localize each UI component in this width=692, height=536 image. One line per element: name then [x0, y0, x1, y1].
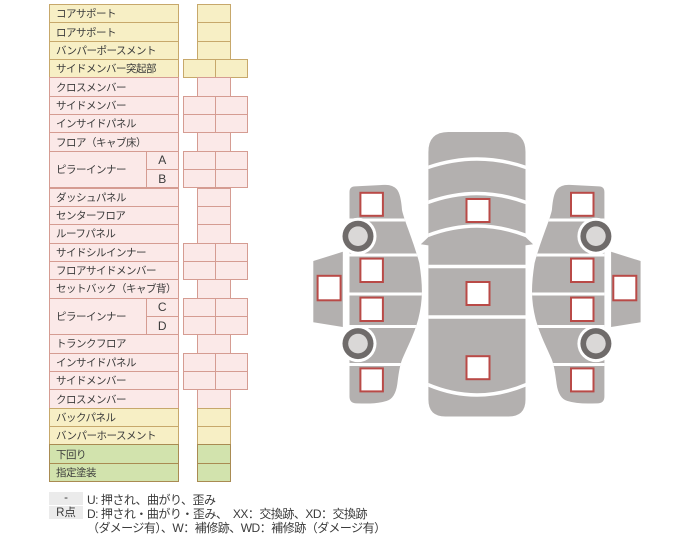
left-rear-fender-marker[interactable]	[359, 367, 384, 393]
legend-badge: -	[49, 492, 83, 505]
right-rear-fender-marker[interactable]	[570, 367, 595, 393]
center-roof-marker[interactable]	[465, 281, 491, 306]
center-trunk-marker[interactable]	[465, 355, 491, 381]
left-rocker-panel-marker[interactable]	[316, 274, 342, 302]
right-rear-door-marker[interactable]	[570, 296, 595, 323]
left-mirror	[420, 237, 429, 246]
car-right-side-view	[531, 184, 641, 404]
right-mirror	[525, 237, 534, 246]
part-label-cell: バンパーポースメント	[49, 40, 179, 61]
check-cell-right[interactable]	[214, 371, 248, 391]
panel-divider-line	[428, 191, 526, 205]
panel-divider-line	[428, 382, 526, 397]
check-cell-right[interactable]	[214, 315, 248, 336]
check-cell[interactable]	[197, 462, 231, 483]
part-label-cell: フロア（キャブ床）	[49, 132, 179, 152]
part-label-cell: インサイドパネル	[49, 114, 179, 134]
panel-divider-line	[428, 224, 526, 238]
car-top-view-lines	[428, 157, 526, 397]
check-cell-right[interactable]	[214, 59, 248, 79]
center-hood-marker[interactable]	[465, 198, 491, 223]
pillar-section-cell: C	[145, 297, 179, 317]
legend-badge: R点	[49, 506, 83, 519]
car-diagram	[313, 132, 641, 417]
check-cell-right[interactable]	[214, 114, 248, 134]
rear-wheel-hub	[586, 333, 606, 354]
part-label-cell: サイドメンバー突起部	[49, 59, 179, 79]
car-top-view-body	[428, 132, 526, 417]
check-cell-right[interactable]	[214, 260, 248, 281]
panel-divider-line	[428, 157, 526, 170]
part-label-cell: 指定塗装	[49, 462, 179, 483]
left-rear-door-marker[interactable]	[359, 296, 384, 323]
left-front-door-marker[interactable]	[359, 257, 384, 284]
front-wheel-hub	[586, 226, 606, 246]
part-label-cell: センターフロア	[49, 205, 179, 226]
part-label-cell: ピラーインナー	[49, 150, 147, 189]
right-rocker-panel-marker[interactable]	[612, 274, 638, 302]
front-wheel-hub	[348, 226, 368, 246]
part-label-cell: バックパネル	[49, 407, 179, 428]
part-label-cell: クロスメンバー	[49, 389, 179, 409]
legend-text: U: 押され、曲がり、歪み	[87, 492, 216, 507]
rear-wheel-hub	[348, 333, 368, 354]
part-label-cell: ピラーインナー	[49, 297, 147, 336]
part-label-cell: サイドメンバー	[49, 95, 179, 116]
part-label-cell: フロアサイドメンバー	[49, 260, 179, 281]
right-front-fender-marker[interactable]	[570, 191, 595, 217]
car-left-side-view	[313, 184, 422, 404]
left-front-fender-marker[interactable]	[359, 191, 384, 217]
part-label-cell: サイドシルインナー	[49, 242, 179, 262]
part-label-cell: バンパーホースメント	[49, 426, 179, 446]
legend-text: D: 押され・曲がり・歪み、 XX：交換跡、XD：交換跡	[87, 506, 368, 521]
part-label-cell: クロスメンバー	[49, 77, 179, 97]
right-front-door-marker[interactable]	[570, 257, 595, 284]
legend-text: （ダメージ有）、W：補修跡、WD：補修跡（ダメージ有）	[87, 520, 386, 535]
check-cell-right[interactable]	[214, 169, 248, 189]
